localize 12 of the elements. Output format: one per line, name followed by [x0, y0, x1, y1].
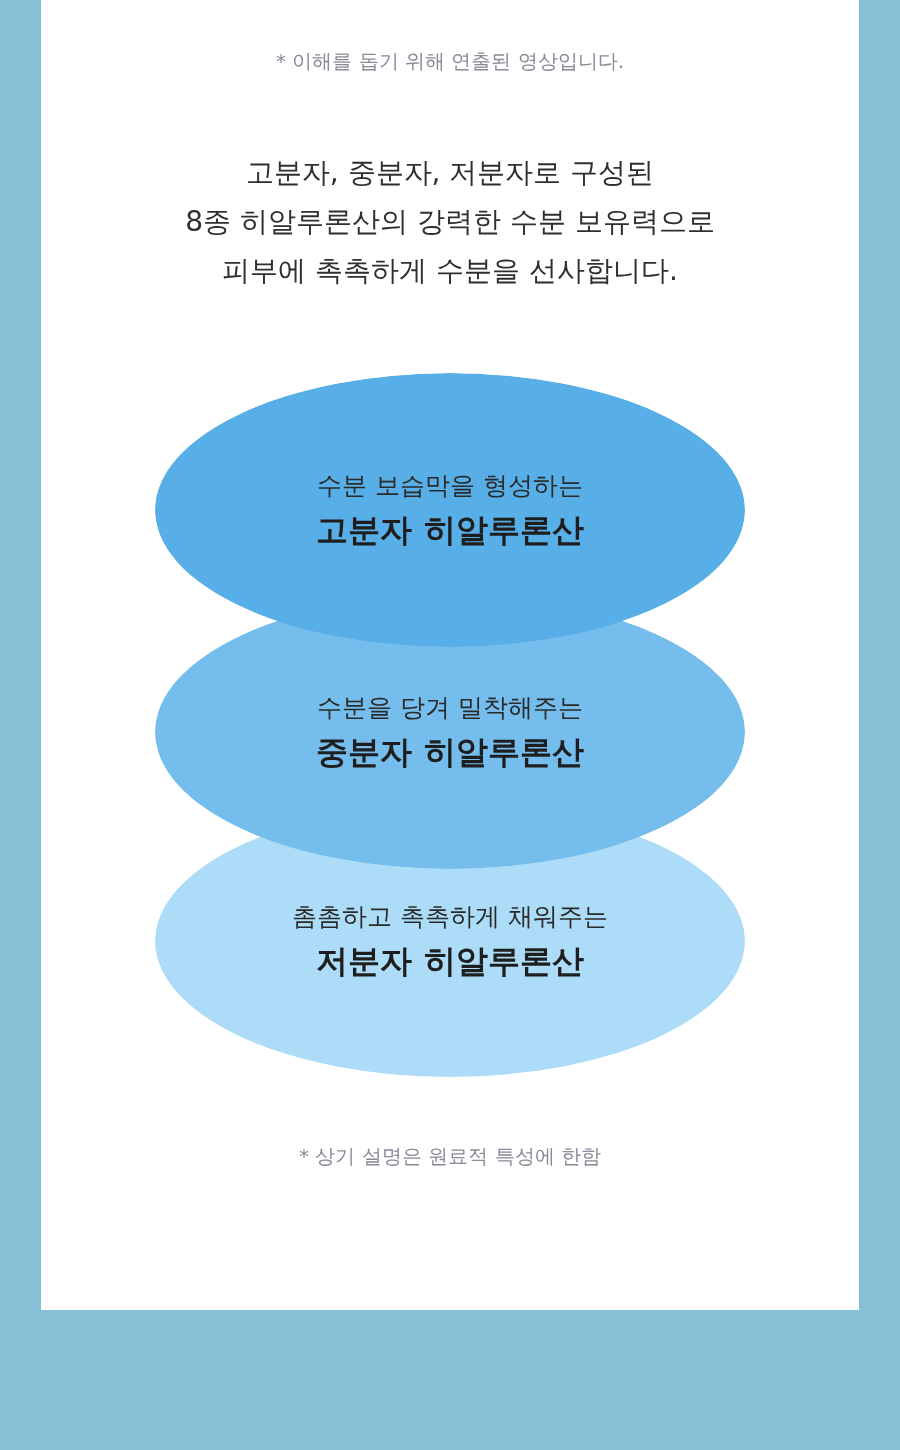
- layer-description: 촘촘하고 촉촉하게 채워주는: [292, 901, 608, 933]
- layer-title: 저분자 히알루론산: [316, 941, 584, 982]
- footnote: * 상기 설명은 원료적 특성에 한함: [299, 1143, 601, 1170]
- layer-title: 중분자 히알루론산: [316, 732, 584, 773]
- heading-text: 고분자, 중분자, 저분자로 구성된 8종 히알루론산의 강력한 수분 보유력으로 피부에 촉촉하게 수분을 선사합니다.: [184, 155, 716, 289]
- oval-layer: [155, 837, 745, 1077]
- layer-title: 고분자 히알루론산: [316, 510, 584, 551]
- layer-description: 수분을 당겨 밀착해주는: [317, 692, 583, 724]
- oval-layer: [155, 621, 745, 869]
- footnote: * 이해를 돕기 위해 연출된 영상입니다.: [275, 48, 625, 75]
- oval-layer: [155, 373, 745, 647]
- layer-description: 수분 보습막을 형성하는: [317, 470, 583, 502]
